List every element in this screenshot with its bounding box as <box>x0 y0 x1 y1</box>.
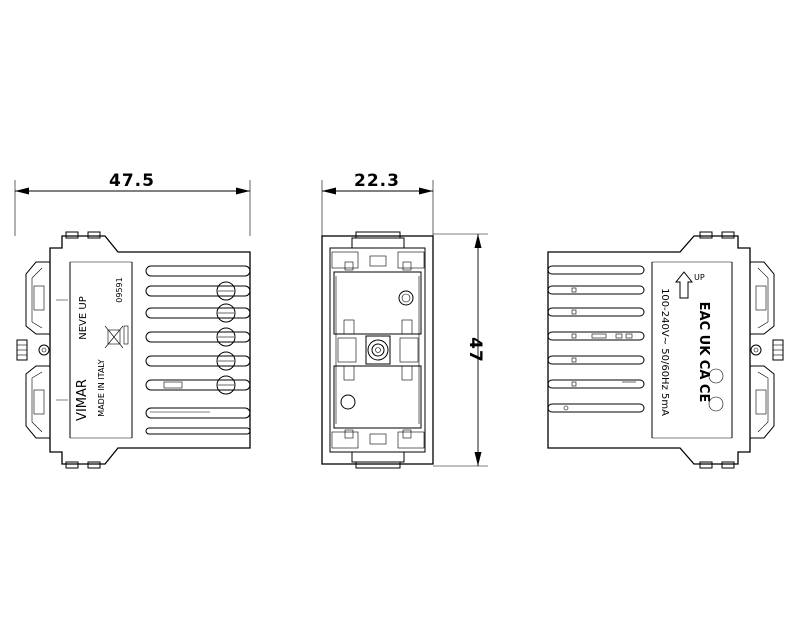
brand-label: VIMAR <box>75 379 90 421</box>
side-view-left: VIMAR NEVE UP MADE IN ITALY 09591 <box>16 231 251 469</box>
dimension-height: 47 <box>433 233 488 467</box>
product-line-label: NEVE UP <box>78 296 89 340</box>
made-in-label: MADE IN ITALY <box>97 359 106 417</box>
recycle-icon <box>708 368 724 384</box>
dimension-label-width-front: 22.3 <box>354 171 400 191</box>
ratings-label: 100-240V~ 50/60Hz 5mA <box>659 288 670 416</box>
center-screw-icon <box>365 335 391 365</box>
product-code-label: 09591 <box>115 277 124 302</box>
dimension-width-side: 47.5 <box>14 171 251 236</box>
dimension-label-height: 47 <box>465 337 485 363</box>
dimension-width-front: 22.3 <box>321 171 434 236</box>
weee-bin-icon <box>104 325 129 349</box>
terminal-slots-left <box>145 265 251 435</box>
dimension-label-width-side: 47.5 <box>109 171 155 191</box>
ce-mark-icon <box>708 396 724 412</box>
up-label: UP <box>694 273 705 282</box>
terminal-slots-right <box>547 265 645 413</box>
up-arrow-icon <box>674 271 694 299</box>
certification-marks-label: EAC UK CA CE <box>696 302 711 403</box>
side-view-right: UP 100-240V~ 50/60Hz 5mA EAC UK CA CE <box>547 231 784 469</box>
front-view <box>321 231 434 469</box>
